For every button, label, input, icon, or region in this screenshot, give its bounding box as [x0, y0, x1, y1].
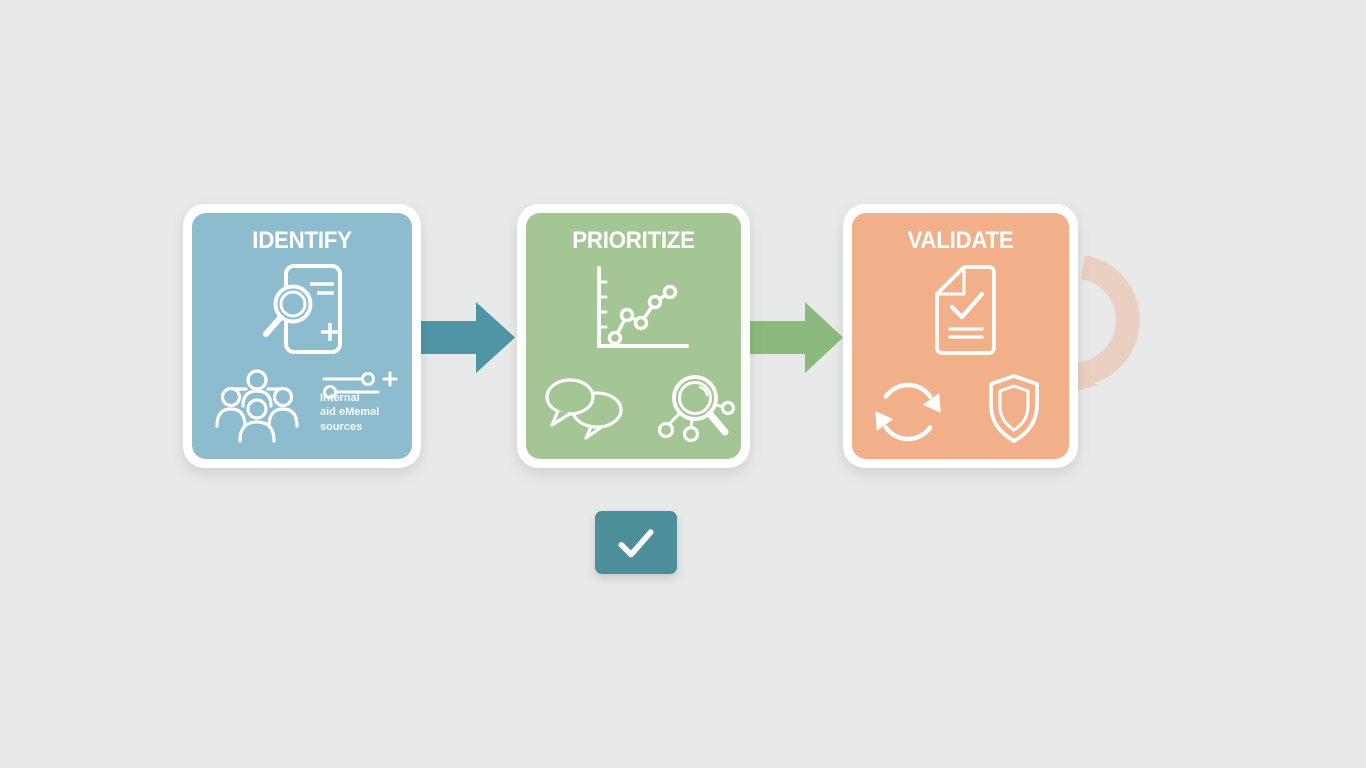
shield-icon [989, 374, 1039, 443]
people-group-icon [215, 369, 299, 443]
sliders-plus-icon [322, 371, 398, 399]
document-search-icon [263, 264, 342, 354]
arrow-identify-to-prioritize [414, 302, 515, 373]
magnifier-network-icon [657, 375, 735, 443]
step-box-validate: VALIDATE [843, 204, 1078, 468]
step-title-identify: IDENTIFY [252, 227, 352, 254]
step-panel-identify: IDENTIFY [192, 213, 412, 459]
step-panel-prioritize: PRIORITIZE [526, 213, 741, 459]
scatter-chart-icon [597, 266, 689, 348]
arrow-prioritize-to-validate [746, 302, 843, 373]
check-badge [595, 511, 677, 574]
checkmark-icon [618, 528, 654, 557]
step-panel-validate: VALIDATE [852, 213, 1069, 459]
step-box-prioritize: PRIORITIZE [517, 204, 750, 468]
sources-caption: Internal aid eMemal sources [320, 392, 380, 433]
speech-bubbles-icon [545, 378, 623, 440]
document-check-icon [935, 265, 996, 355]
refresh-cycle-icon [875, 382, 941, 442]
step-box-identify: IDENTIFY [183, 204, 421, 468]
step-title-prioritize: PRIORITIZE [572, 227, 695, 254]
step-title-validate: VALIDATE [907, 227, 1014, 254]
